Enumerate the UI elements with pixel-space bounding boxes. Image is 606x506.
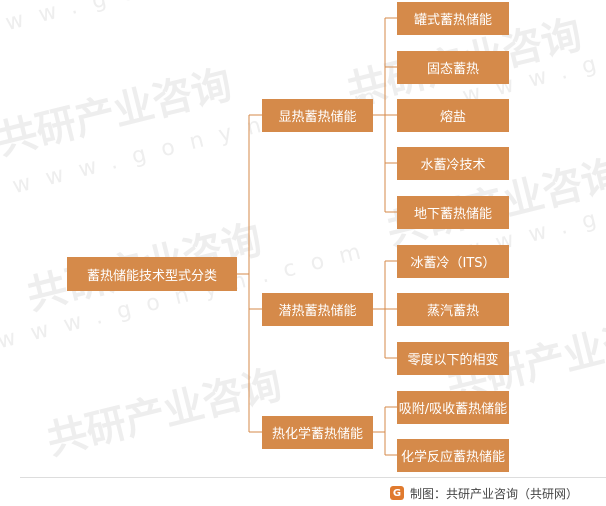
source-text: 制图：共研产业咨询（共研网） [410, 486, 579, 501]
leaf-node: 冰蓄冷（ITS） [397, 245, 509, 278]
leaf-node: 蒸汽蓄热 [397, 293, 509, 326]
leaf-node: 化学反应蓄热储能 [397, 439, 509, 472]
leaf-node: 熔盐 [397, 99, 509, 132]
leaf-node: 地下蓄热储能 [397, 196, 509, 229]
branch-node-thermochemical: 热化学蓄热储能 [262, 416, 373, 449]
brand-logo-icon: G [390, 486, 404, 500]
leaf-node: 罐式蓄热储能 [397, 2, 509, 35]
root-node: 蓄热储能技术型式分类 [67, 257, 237, 291]
leaf-node: 水蓄冷技术 [397, 147, 509, 180]
source-credit: G 制图：共研产业咨询（共研网） [390, 484, 578, 502]
branch-node-sensible-heat: 显热蓄热储能 [262, 99, 373, 132]
leaf-node: 吸附/吸收蓄热储能 [397, 391, 509, 424]
leaf-node: 固态蓄热 [397, 51, 509, 84]
leaf-node: 零度以下的相变 [397, 342, 509, 375]
branch-node-latent-heat: 潜热蓄热储能 [262, 293, 373, 326]
footer-divider [20, 477, 606, 478]
